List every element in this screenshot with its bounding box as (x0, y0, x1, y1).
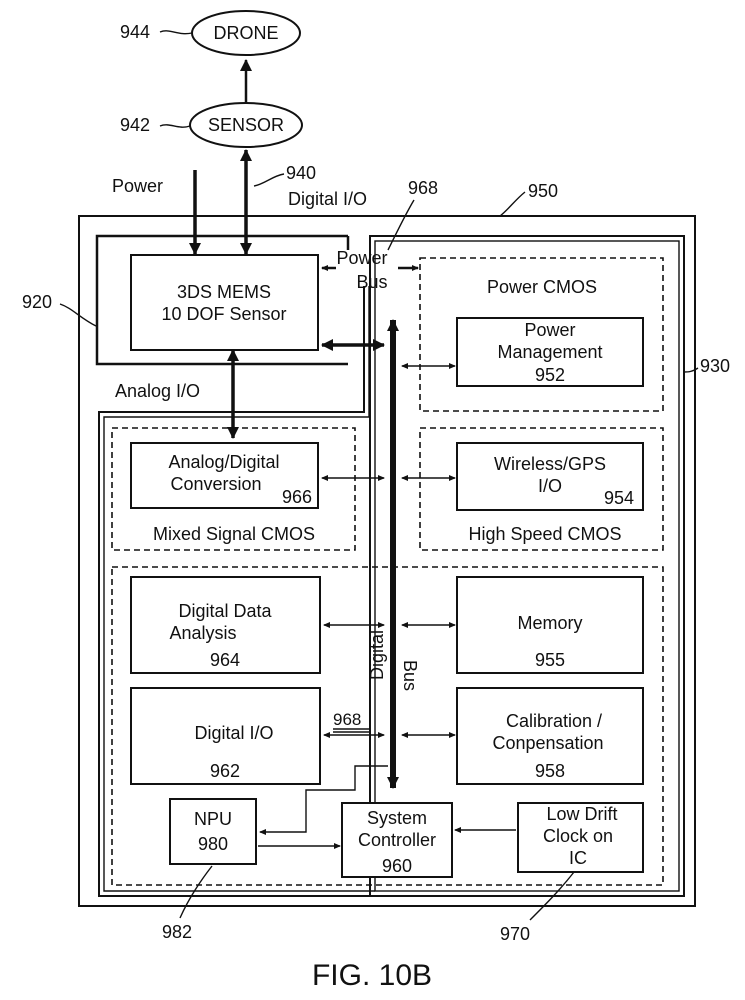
digital-io-ref: 962 (210, 761, 240, 781)
wireless-line-2: I/O (538, 476, 562, 496)
mixed-signal-label: Mixed Signal CMOS (153, 524, 315, 544)
mixed-signal-cmos-region (111, 427, 356, 551)
wireless-line-1: Wireless/GPS (494, 454, 606, 474)
ref-930-leader (683, 367, 699, 373)
sys-ctrl-line-1: System (367, 808, 427, 828)
power-label: Power (112, 176, 163, 196)
sensor-leader (159, 124, 191, 128)
power-management-block (456, 317, 644, 387)
npu-label: NPU (194, 809, 232, 829)
digital-bus-label-1: Digital (367, 630, 387, 680)
sensor-node (189, 102, 303, 148)
digital-io-label: Digital I/O (194, 723, 273, 743)
adc-block (130, 442, 319, 509)
calibration-line-2: Conpensation (492, 733, 603, 753)
memory-ref: 955 (535, 650, 565, 670)
power-mgmt-ref: 952 (535, 365, 565, 385)
high-speed-cmos-region (419, 427, 664, 551)
drone-ref: 944 (120, 22, 150, 42)
mems-line-2: 10 DOF Sensor (161, 304, 286, 324)
ref-930: 930 (700, 356, 730, 376)
ref-968-leader (387, 199, 415, 251)
chip-920-outline (95, 234, 348, 366)
calibration-line-1: Calibration / (506, 711, 602, 731)
ref-970: 970 (500, 924, 530, 944)
adc-line-1: Analog/Digital (168, 452, 279, 472)
high-speed-label: High Speed CMOS (468, 524, 621, 544)
system-controller-block (341, 802, 453, 878)
digital-data-analysis-block (130, 576, 321, 674)
power-cmos-region (419, 257, 664, 412)
chip-outer-950 (78, 215, 696, 907)
ref-920: 920 (22, 292, 52, 312)
clock-line-3: IC (569, 848, 587, 868)
ref-982: 982 (162, 922, 192, 942)
digital-bus-label-2: Bus (400, 660, 420, 691)
dda-line-2: Analysis (169, 623, 236, 643)
sensor-label: SENSOR (208, 115, 284, 135)
mems-line-1: 3DS MEMS (177, 282, 271, 302)
sensor-ref: 942 (120, 115, 150, 135)
power-bus-line-1: Power (336, 248, 387, 268)
memory-label: Memory (517, 613, 582, 633)
chip-inner-930-b (374, 240, 680, 892)
low-drift-clock-block (517, 802, 644, 873)
mems-sensor-block (130, 254, 319, 351)
power-cmos-label: Power CMOS (487, 277, 597, 297)
power-mgmt-line-2: Management (497, 342, 602, 362)
npu-block (169, 798, 257, 865)
ref-970-leader (529, 871, 575, 921)
digital-io-bus-ref: 968 (333, 710, 361, 729)
adc-line-2: Conversion (170, 474, 261, 494)
ref-920-leader (59, 303, 97, 327)
drone-leader (159, 30, 193, 35)
power-mgmt-line-1: Power (524, 320, 575, 340)
ref-968-top: 968 (408, 178, 438, 198)
ref-950-leader (499, 191, 526, 217)
adc-ref: 966 (282, 487, 312, 507)
dda-ref: 964 (210, 650, 240, 670)
memory-block (456, 576, 644, 674)
wireless-gps-block (456, 442, 644, 511)
ref-982-leader (179, 865, 213, 919)
digital-io-block (130, 687, 321, 785)
wireless-ref: 954 (604, 488, 634, 508)
bus-to-npu-arrow (259, 765, 388, 835)
analog-io-label: Analog I/O (115, 381, 200, 401)
sys-ctrl-ref: 960 (382, 856, 412, 876)
ref-940-leader (253, 173, 285, 187)
power-bus-line-2: Bus (356, 272, 387, 292)
dda-line-1: Digital Data (178, 601, 272, 621)
npu-ref: 980 (198, 834, 228, 854)
digital-io-top-label: Digital I/O (288, 189, 367, 209)
figure-caption: FIG. 10B (312, 959, 432, 992)
calibration-ref: 958 (535, 761, 565, 781)
ref-940: 940 (286, 163, 316, 183)
chip-inner-930 (369, 235, 685, 897)
calibration-block (456, 687, 644, 785)
ref-950: 950 (528, 181, 558, 201)
sys-ctrl-line-2: Controller (358, 830, 436, 850)
clock-line-1: Low Drift (546, 804, 617, 824)
drone-label: DRONE (213, 23, 278, 43)
clock-line-2: Clock on (543, 826, 613, 846)
